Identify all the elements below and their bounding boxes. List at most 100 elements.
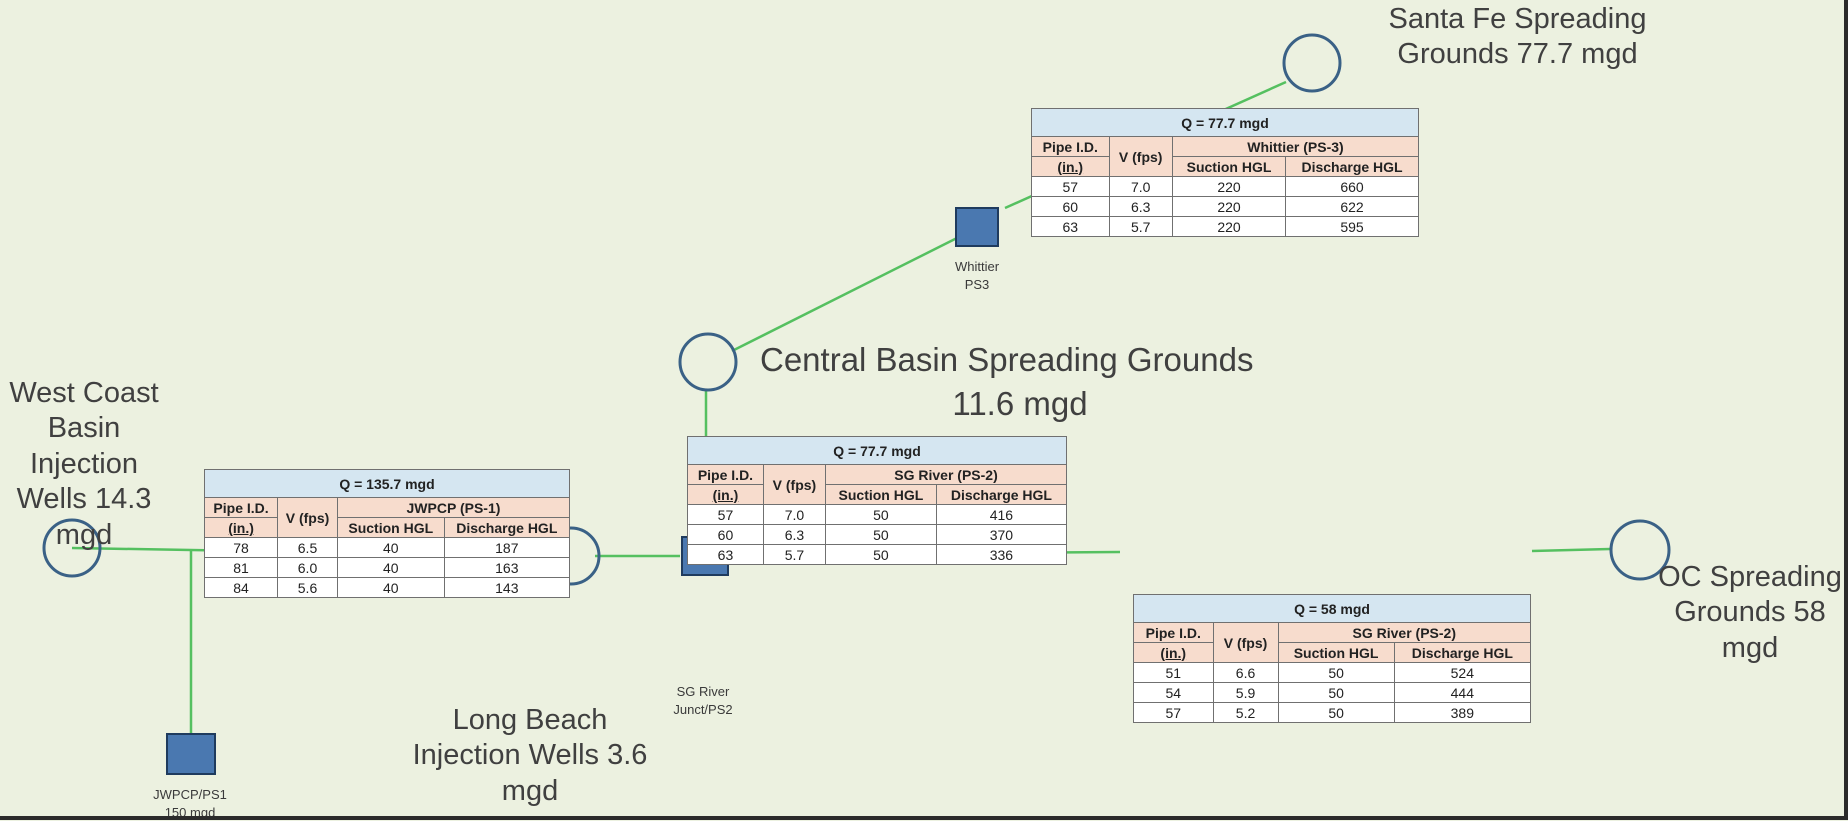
col-pipe-id: Pipe I.D. xyxy=(1133,622,1214,643)
cell-discharge: 622 xyxy=(1285,196,1419,217)
cell-pipe-id: 54 xyxy=(1133,682,1214,703)
cell-suction: 220 xyxy=(1171,216,1287,237)
cell-velocity: 6.3 xyxy=(762,524,827,545)
pipe-oc-table-to-oc xyxy=(1531,547,1611,553)
cell-pipe-id: 63 xyxy=(1031,216,1110,237)
col-station: SG River (PS-2) xyxy=(825,464,1067,485)
cell-discharge: 595 xyxy=(1285,216,1419,237)
label-oc-spreading: OC Spreading Grounds 58 mgd xyxy=(1658,561,1842,664)
col-pipe-id: Pipe I.D. xyxy=(687,464,764,485)
cell-discharge: 524 xyxy=(1393,662,1532,683)
table-jwpcp-ps1: Q = 135.7 mgd Pipe I.D.V (fps)JWPCP (PS-… xyxy=(203,469,571,598)
cell-suction: 50 xyxy=(1277,702,1395,723)
cell-pipe-id: 51 xyxy=(1133,662,1214,683)
col-suction-hgl: Suction HGL xyxy=(336,517,445,538)
col-pipe-id: Pipe I.D. xyxy=(203,497,279,518)
cell-discharge: 389 xyxy=(1393,702,1532,723)
col-station: JWPCP (PS-1) xyxy=(336,497,571,518)
cell-velocity: 7.0 xyxy=(1108,176,1173,197)
col-station: Whittier (PS-3) xyxy=(1171,136,1420,157)
table-flow-header: Q = 77.7 mgd xyxy=(687,436,1067,465)
cell-suction: 50 xyxy=(825,524,937,545)
cell-velocity: 7.0 xyxy=(762,504,827,525)
cell-pipe-id: 78 xyxy=(203,537,279,558)
nodes xyxy=(42,33,1671,586)
cell-discharge: 163 xyxy=(443,557,571,578)
label-whittier-ps3: Whittier PS3 xyxy=(954,259,1000,292)
cell-suction: 40 xyxy=(336,557,445,578)
col-pipe-unit: (in.) xyxy=(1133,642,1214,663)
cell-velocity: 6.5 xyxy=(277,537,338,558)
col-suction-hgl: Suction HGL xyxy=(825,484,937,505)
cell-suction: 220 xyxy=(1171,196,1287,217)
cell-suction: 50 xyxy=(825,544,937,565)
cell-velocity: 6.0 xyxy=(277,557,338,578)
cell-pipe-id: 57 xyxy=(1031,176,1110,197)
col-discharge-hgl: Discharge HGL xyxy=(1393,642,1532,663)
col-discharge-hgl: Discharge HGL xyxy=(443,517,571,538)
label-sg-river-junct: SG River Junct/PS2 xyxy=(673,684,733,717)
cell-discharge: 660 xyxy=(1285,176,1419,197)
table-sg-river-oc: Q = 58 mgd Pipe I.D.V (fps)SG River (PS-… xyxy=(1133,594,1532,723)
cell-discharge: 336 xyxy=(935,544,1068,565)
col-pipe-unit: (in.) xyxy=(1031,156,1110,177)
cell-suction: 220 xyxy=(1171,176,1287,197)
col-velocity: V (fps) xyxy=(762,464,827,505)
col-suction-hgl: Suction HGL xyxy=(1171,156,1287,177)
col-velocity: V (fps) xyxy=(1108,136,1173,177)
label-west-coast: West Coast Basin Injection Wells 14.3 mg… xyxy=(9,377,159,551)
cell-pipe-id: 63 xyxy=(687,544,764,565)
cell-velocity: 5.2 xyxy=(1212,702,1279,723)
cell-pipe-id: 81 xyxy=(203,557,279,578)
cell-discharge: 416 xyxy=(935,504,1068,525)
table-flow-header: Q = 77.7 mgd xyxy=(1031,108,1419,137)
label-central-basin-line2: 11.6 mgd xyxy=(952,385,1088,422)
cell-suction: 50 xyxy=(1277,682,1395,703)
cell-suction: 40 xyxy=(336,537,445,558)
oc-spreading-node xyxy=(1609,519,1671,581)
col-pipe-unit: (in.) xyxy=(203,517,279,538)
cell-suction: 50 xyxy=(825,504,937,525)
cell-velocity: 6.3 xyxy=(1108,196,1173,217)
col-suction-hgl: Suction HGL xyxy=(1277,642,1395,663)
cell-pipe-id: 60 xyxy=(1031,196,1110,217)
table-sg-river-central: Q = 77.7 mgd Pipe I.D.V (fps)SG River (P… xyxy=(687,436,1068,565)
cell-discharge: 444 xyxy=(1393,682,1532,703)
col-discharge-hgl: Discharge HGL xyxy=(935,484,1068,505)
jwpcp-pump-station xyxy=(166,733,216,775)
cell-pipe-id: 60 xyxy=(687,524,764,545)
cell-velocity: 6.6 xyxy=(1212,662,1279,683)
cell-pipe-id: 57 xyxy=(1133,702,1214,723)
col-velocity: V (fps) xyxy=(1212,622,1279,663)
col-discharge-hgl: Discharge HGL xyxy=(1285,156,1419,177)
cell-velocity: 5.9 xyxy=(1212,682,1279,703)
cell-pipe-id: 84 xyxy=(203,577,279,598)
table-whittier-ps3: Q = 77.7 mgd Pipe I.D.V (fps)Whittier (P… xyxy=(1031,108,1420,237)
label-central-basin-line1: Central Basin Spreading Grounds xyxy=(760,341,1254,378)
label-jwpcp-ps1: JWPCP/PS1 150 mgd xyxy=(153,787,227,820)
west-coast-basin-node xyxy=(42,518,102,578)
cell-velocity: 5.7 xyxy=(762,544,827,565)
cell-discharge: 370 xyxy=(935,524,1068,545)
label-long-beach: Long Beach Injection Wells 3.6 mgd xyxy=(412,704,648,807)
cell-pipe-id: 57 xyxy=(687,504,764,525)
table-flow-header: Q = 135.7 mgd xyxy=(204,469,570,498)
cell-suction: 40 xyxy=(336,577,445,598)
col-pipe-unit: (in.) xyxy=(687,484,764,505)
col-pipe-id: Pipe I.D. xyxy=(1031,136,1110,157)
cell-velocity: 5.7 xyxy=(1108,216,1173,237)
cell-discharge: 143 xyxy=(443,577,571,598)
table-flow-header: Q = 58 mgd xyxy=(1133,594,1531,623)
